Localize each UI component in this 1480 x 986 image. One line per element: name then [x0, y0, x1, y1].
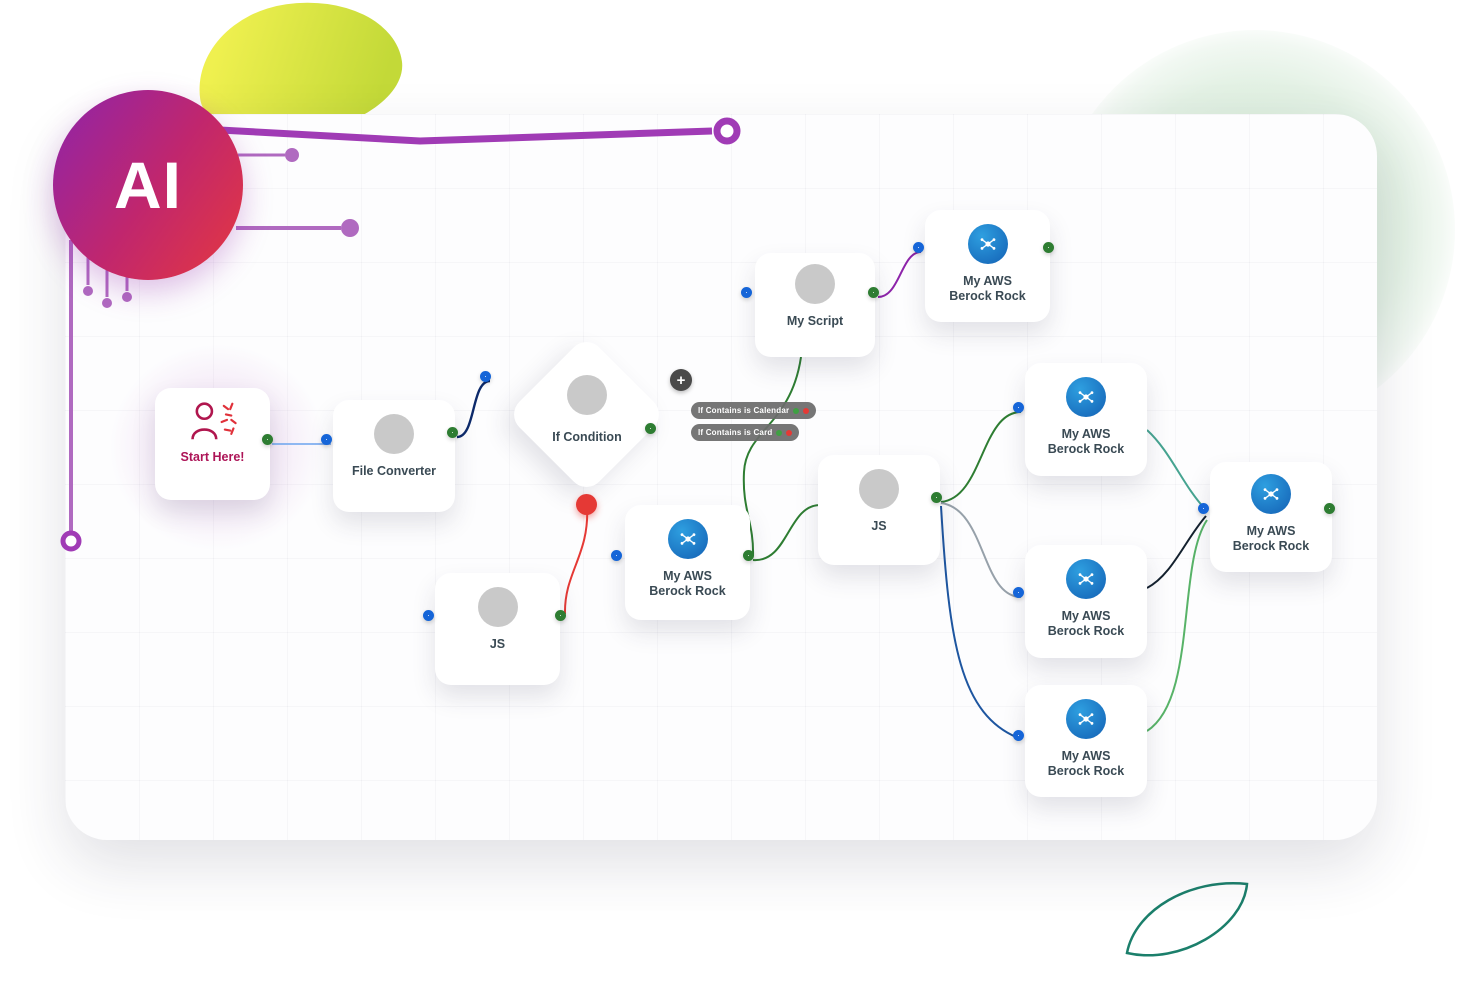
node-js-center[interactable]: JS	[818, 455, 940, 565]
ai-logo-text: AI	[114, 148, 182, 222]
node-label: My AWS Berock Rock	[1047, 427, 1125, 456]
output-handle-start[interactable]	[262, 434, 273, 445]
node-js-left[interactable]: JS	[435, 573, 560, 685]
input-handle-aws-right-middle[interactable]	[1013, 587, 1024, 598]
output-handle-aws-top[interactable]	[1043, 242, 1054, 253]
ai-logo-badge: AI	[53, 90, 243, 280]
node-if-condition[interactable]: If Condition	[506, 334, 667, 495]
output-handle-file-converter[interactable]	[447, 427, 458, 438]
pill-label: If Contains is Calendar	[698, 406, 790, 415]
if-condition-error-handle[interactable]	[576, 494, 597, 515]
node-label: My AWS Berock Rock	[1047, 749, 1125, 778]
condition-false-dot	[786, 429, 793, 436]
placeholder-circle-icon	[567, 375, 607, 415]
bedrock-brain-icon	[1066, 377, 1106, 417]
input-handle-aws-far-right[interactable]	[1198, 503, 1209, 514]
node-label: My Script	[786, 314, 844, 328]
node-label: If Condition	[552, 430, 622, 444]
placeholder-circle-icon	[859, 469, 899, 509]
node-file-converter[interactable]: File Converter	[333, 400, 455, 512]
node-my-script[interactable]: My Script	[755, 253, 875, 357]
node-start[interactable]: Start Here!	[155, 388, 270, 500]
input-handle-aws-top[interactable]	[913, 242, 924, 253]
input-handle-aws-right-bottom[interactable]	[1013, 730, 1024, 741]
bedrock-brain-icon	[1066, 559, 1106, 599]
add-condition-button[interactable]: +	[670, 369, 692, 391]
node-aws-right-top[interactable]: My AWS Berock Rock	[1025, 363, 1147, 476]
output-handle-if-condition[interactable]	[645, 423, 656, 434]
node-label: My AWS Berock Rock	[949, 274, 1026, 303]
bedrock-brain-icon	[1251, 474, 1291, 514]
node-label: My AWS Berock Rock	[1047, 609, 1125, 638]
output-handle-aws-center[interactable]	[743, 550, 754, 561]
bedrock-brain-icon	[667, 519, 708, 559]
placeholder-circle-icon	[477, 587, 518, 627]
condition-true-dot	[776, 429, 783, 436]
bedrock-brain-icon	[967, 224, 1008, 264]
output-handle-js-left[interactable]	[555, 610, 566, 621]
person-gears-icon	[190, 402, 237, 440]
node-label: My AWS Berock Rock	[649, 569, 726, 598]
output-handle-js-center[interactable]	[931, 492, 942, 503]
input-handle-js-left[interactable]	[423, 610, 434, 621]
node-aws-right-middle[interactable]: My AWS Berock Rock	[1025, 545, 1147, 658]
node-label: JS	[871, 519, 887, 533]
placeholder-circle-icon	[795, 264, 835, 304]
node-label: JS	[489, 637, 506, 651]
output-handle-aws-far-right[interactable]	[1324, 503, 1335, 514]
pill-label: If Contains is Card	[698, 428, 773, 437]
node-label: Start Here!	[180, 450, 245, 464]
input-handle-aws-center[interactable]	[611, 550, 622, 561]
leaf-outline-icon	[1125, 882, 1249, 957]
node-aws-right-bottom[interactable]: My AWS Berock Rock	[1025, 685, 1147, 797]
input-handle-aws-right-top[interactable]	[1013, 402, 1024, 413]
condition-pill-card[interactable]: If Contains is Card	[691, 424, 800, 441]
condition-pill-calendar[interactable]: If Contains is Calendar	[691, 402, 817, 419]
node-label: File Converter	[351, 464, 437, 478]
node-aws-far-right[interactable]: My AWS Berock Rock	[1210, 462, 1332, 572]
input-handle-my-script[interactable]	[741, 287, 752, 298]
placeholder-circle-icon	[374, 414, 414, 454]
bedrock-brain-icon	[1066, 699, 1106, 739]
input-handle-if-condition[interactable]	[480, 371, 491, 382]
output-handle-my-script[interactable]	[868, 287, 879, 298]
condition-true-dot	[793, 407, 800, 414]
input-handle-file-converter[interactable]	[321, 434, 332, 445]
condition-false-dot	[803, 407, 810, 414]
node-aws-top[interactable]: My AWS Berock Rock	[925, 210, 1050, 322]
node-aws-center[interactable]: My AWS Berock Rock	[625, 505, 750, 620]
node-label: My AWS Berock Rock	[1232, 524, 1310, 553]
